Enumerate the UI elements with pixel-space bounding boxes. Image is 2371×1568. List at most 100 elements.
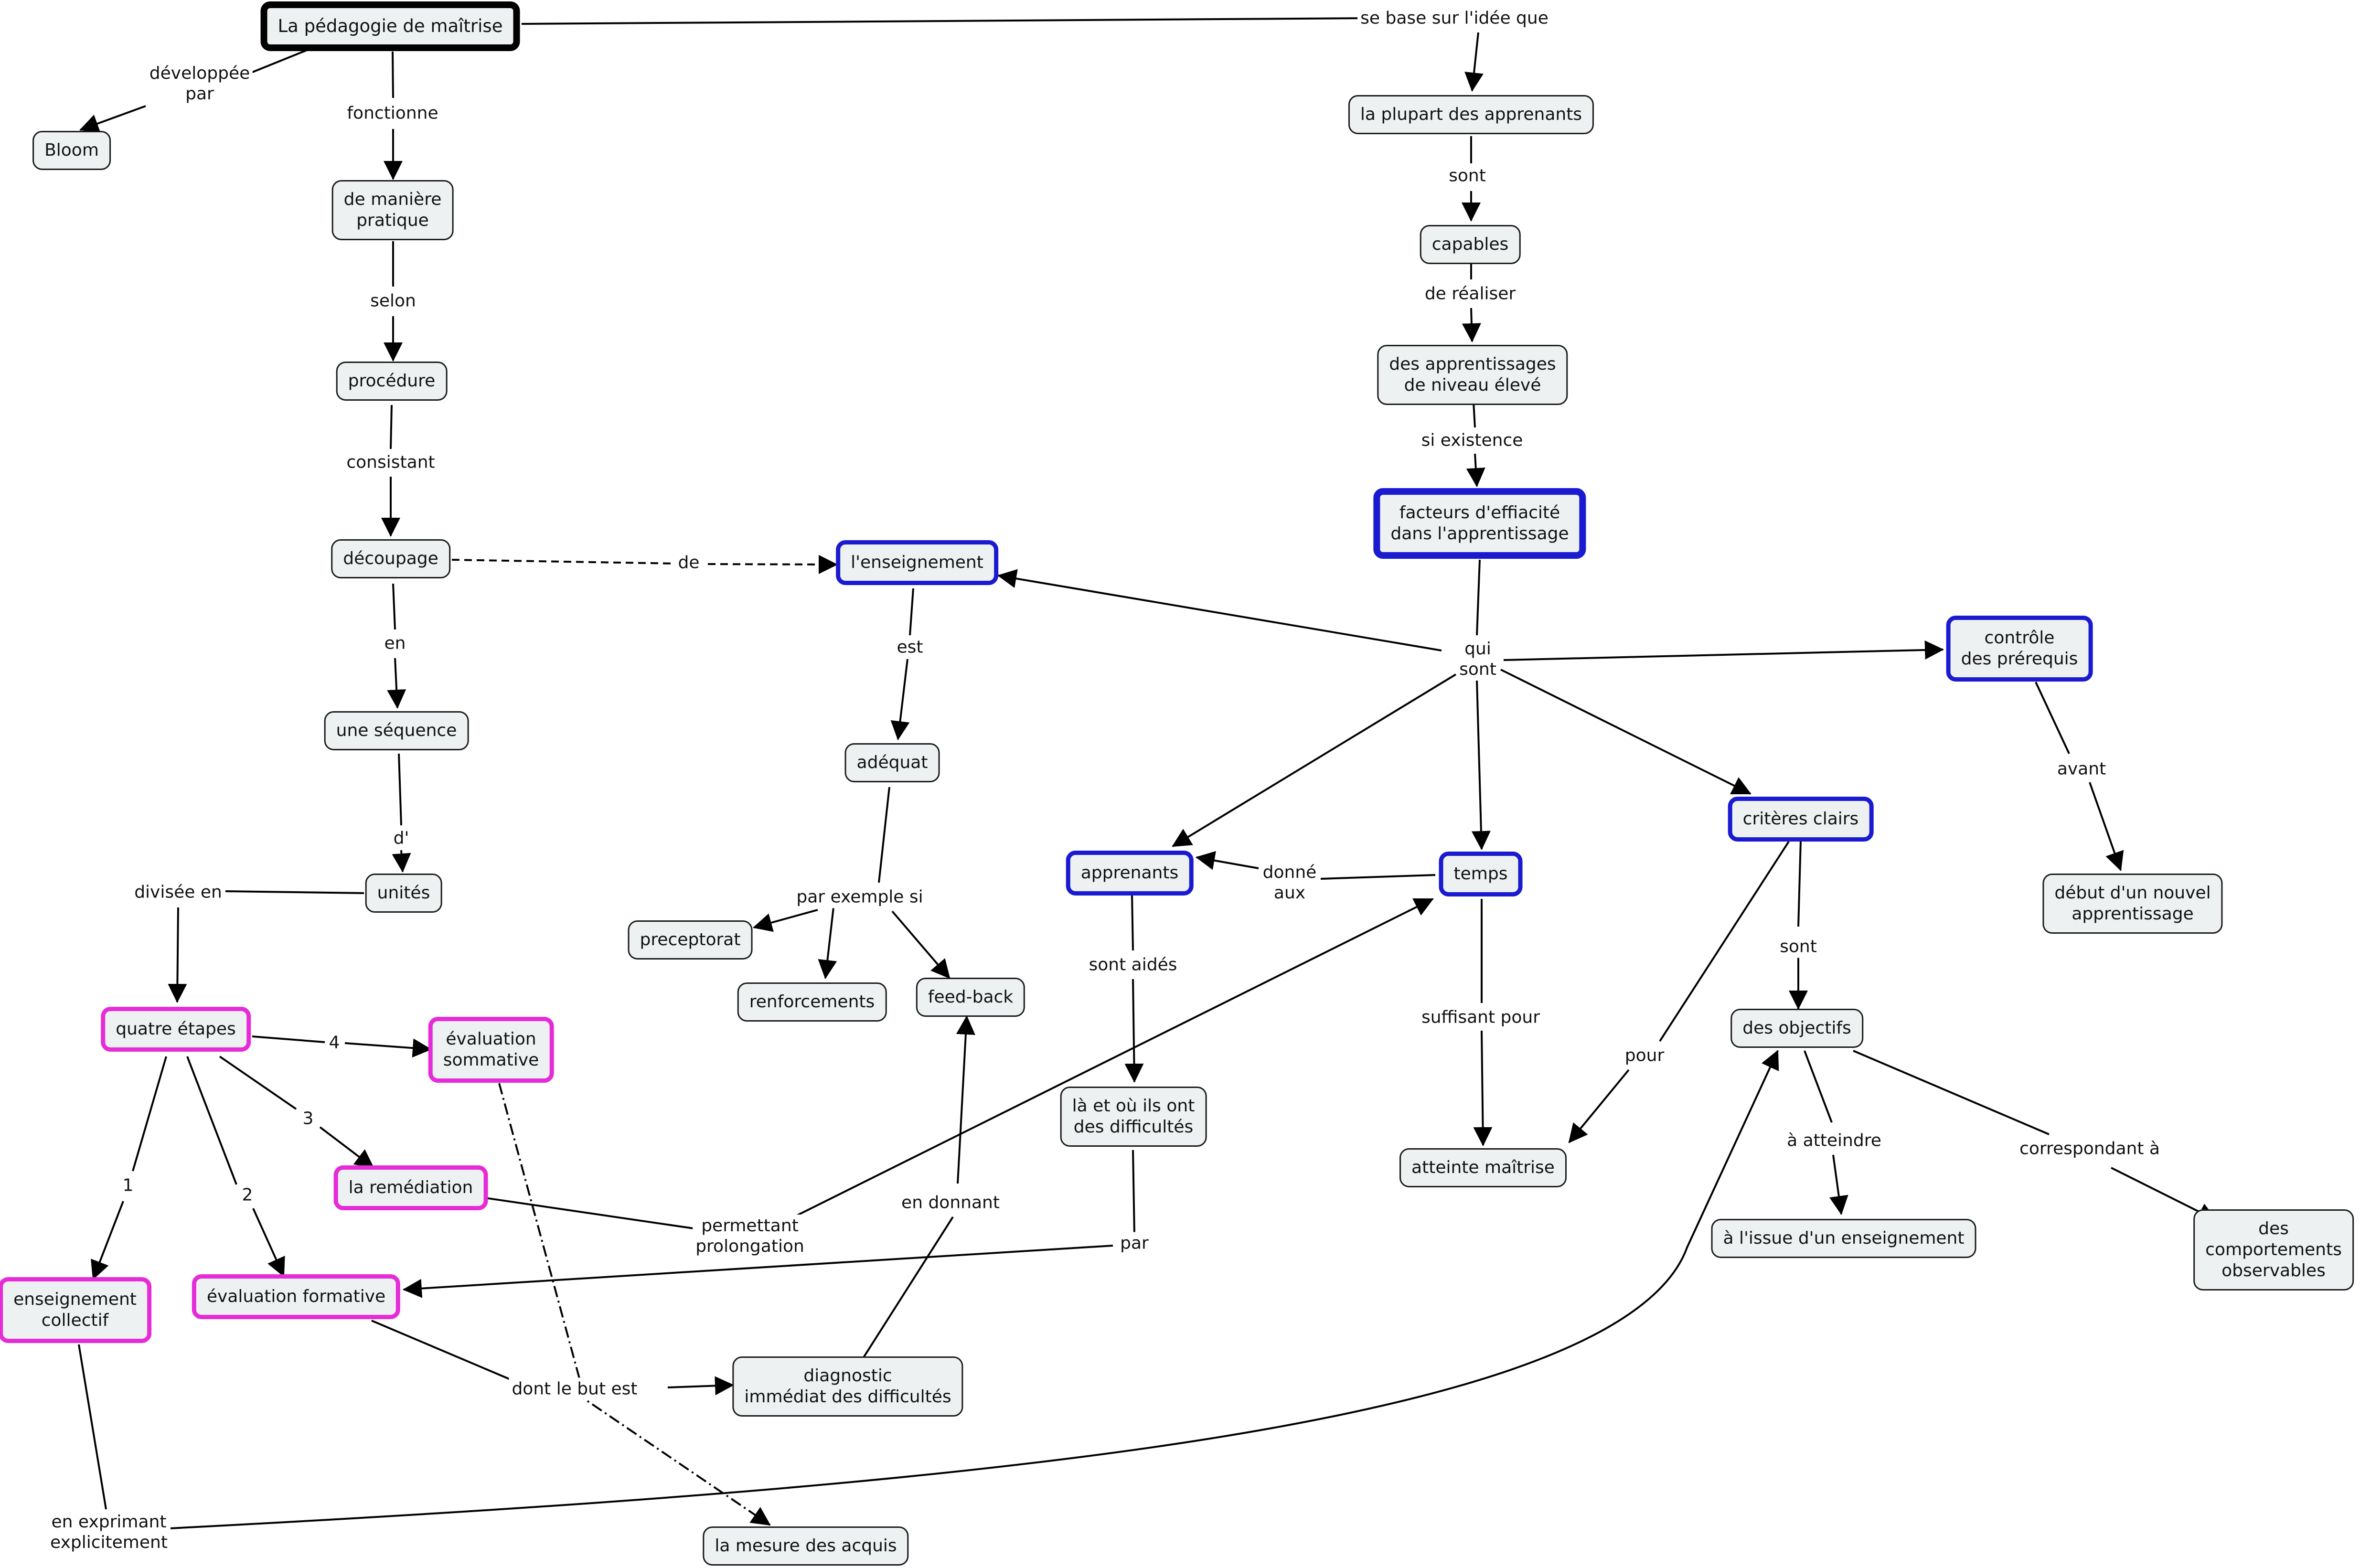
link-label-1: 1: [119, 1174, 137, 1197]
concept-facteurs-efficacite[interactable]: facteurs d'effiacité dans l'apprentissag…: [1373, 488, 1586, 559]
connector-unites-divisee: [225, 890, 364, 894]
concept-pratique[interactable]: de manière pratique: [331, 180, 454, 240]
link-label-enexprimant: en exprimant explicitement: [47, 1511, 171, 1554]
concept-controle-prerequis[interactable]: contrôle des prérequis: [1946, 616, 2093, 682]
connector-pour-atteinte: [1568, 1069, 1630, 1143]
connector-ladifficultes-par: [1132, 1150, 1135, 1235]
connector-quisont-criteres: [1500, 669, 1752, 795]
link-label-selon: selon: [367, 289, 419, 312]
link-label-divisee: divisée en: [131, 881, 225, 904]
concept-renforcements[interactable]: renforcements: [737, 982, 887, 1022]
connector-parexemple-feedback: [891, 910, 951, 979]
link-label-suffisant: suffisant pour: [1418, 1006, 1543, 1029]
concept-apprenants[interactable]: apprenants: [1066, 851, 1194, 896]
concept-issue-enseignement[interactable]: à l'issue d'un enseignement: [1711, 1219, 1976, 1258]
connector-quisont-apprenants: [1172, 673, 1457, 847]
link-label-parexemple: par exemple si: [793, 885, 926, 908]
concept-apprentissages-eleve[interactable]: des apprentissages de niveau élevé: [1377, 345, 1568, 405]
concept-comportements-observables[interactable]: des comportements observables: [2193, 1209, 2354, 1291]
link-label-est: est: [894, 636, 926, 659]
link-label-quisont: qui sont: [1456, 638, 1499, 681]
link-label-d: d': [390, 827, 412, 850]
concept-diagnostic[interactable]: diagnostic immédiat des difficultés: [732, 1356, 963, 1417]
connector-dontlebut-diagnostic: [667, 1376, 734, 1396]
concept-evaluation-sommative[interactable]: évaluation sommative: [428, 1017, 554, 1083]
concept-remediation[interactable]: la remédiation: [333, 1165, 488, 1210]
connector-procedure-consistant: [390, 405, 393, 449]
connector-est-adequat: [890, 659, 910, 740]
connector-quisont-temps: [1471, 680, 1491, 850]
concept-root[interactable]: La pédagogie de maîtrise: [260, 1, 520, 51]
concept-feed-back[interactable]: feed-back: [916, 978, 1025, 1017]
link-label-dontlebut: dont le but est: [509, 1377, 641, 1400]
concept-quatre-etapes[interactable]: quatre étapes: [101, 1007, 251, 1052]
connector-sebase-plupart: [1464, 32, 1484, 92]
link-label-siexistence: si existence: [1418, 429, 1526, 452]
connector-quatre-4: [252, 1035, 325, 1043]
connector-controle-avant: [2035, 682, 2070, 754]
connector-quisont-enseignement: [997, 569, 1442, 651]
concept-plupart-apprenants[interactable]: la plupart des apprenants: [1348, 95, 1594, 134]
connector-apprentissages-siexistence: [1473, 402, 1476, 428]
connector-2-formative: [252, 1208, 285, 1277]
connector-enseignement-est: [909, 588, 914, 636]
link-label-sont2: sont: [1777, 935, 1820, 958]
connector-en-sequence: [387, 658, 406, 709]
link-label-avant: avant: [2054, 757, 2109, 780]
concept-la-ou-difficultes[interactable]: là et où ils ont des difficultés: [1060, 1087, 1207, 1147]
link-label-aatteindre: à atteindre: [1784, 1129, 1884, 1152]
concept-temps[interactable]: temps: [1439, 852, 1523, 896]
connector-d-unites: [392, 850, 411, 873]
concept-objectifs[interactable]: des objectifs: [1730, 1009, 1863, 1048]
connector-parexemple-renforcements: [818, 907, 837, 979]
connector-objectifs-aatteindre: [1804, 1050, 1833, 1123]
connector-criteres-pour: [1659, 841, 1790, 1042]
connector-remediation-permettant: [484, 1197, 694, 1229]
connector-apprenants-sontaides: [1131, 895, 1134, 951]
connector-developpee-bloom: [79, 105, 146, 133]
connector-sommative-mesure: [498, 1083, 771, 1526]
link-label-pour: pour: [1622, 1044, 1667, 1067]
concept-criteres-clairs[interactable]: critères clairs: [1728, 797, 1874, 842]
link-label-2: 2: [239, 1184, 256, 1206]
concept-adequat[interactable]: adéquat: [844, 743, 940, 782]
connector-derealiser-apprentissages: [1462, 308, 1481, 342]
connector-criteres-sont2: [1797, 840, 1802, 927]
concept-mesure-acquis[interactable]: la mesure des acquis: [703, 1526, 909, 1566]
link-label-endonnant: en donnant: [898, 1191, 1003, 1214]
link-label-donneaux: donné aux: [1260, 861, 1320, 904]
link-label-sebase: se base sur l'idée que: [1357, 7, 1551, 30]
concept-atteinte-maitrise[interactable]: atteinte maîtrise: [1399, 1148, 1567, 1187]
concept-enseignement[interactable]: l'enseignement: [836, 540, 998, 585]
connector-adequat-parexemple: [878, 787, 890, 883]
link-label-3: 3: [299, 1107, 317, 1130]
connector-decoupage-en: [392, 583, 396, 630]
concept-decoupage[interactable]: découpage: [331, 539, 450, 578]
connector-3-remediation: [319, 1126, 374, 1169]
connector-permettant-temps: [796, 898, 1434, 1216]
concept-unites[interactable]: unités: [365, 874, 442, 913]
connector-sequence-d: [398, 753, 402, 826]
concept-debut-apprentissage[interactable]: début d'un nouvel apprentissage: [2042, 874, 2223, 934]
concept-evaluation-formative[interactable]: évaluation formative: [192, 1274, 401, 1319]
concept-bloom[interactable]: Bloom: [32, 131, 111, 170]
connector-decoupage-de: [451, 559, 679, 565]
connector-siexistence-facteurs: [1466, 453, 1485, 487]
connector-sontaides-ladifficultes: [1124, 979, 1144, 1083]
concept-enseignement-collectif[interactable]: enseignement collectif: [0, 1277, 151, 1343]
connector-quatre-1: [132, 1056, 167, 1172]
link-label-correspondant: correspondant à: [2017, 1137, 2163, 1160]
concept-procedure[interactable]: procédure: [336, 362, 448, 401]
concept-preceptorat[interactable]: preceptorat: [628, 920, 753, 960]
concept-capables[interactable]: capables: [1420, 225, 1521, 264]
link-label-de: de: [675, 551, 703, 574]
connector-objectifs-correspondant: [1853, 1050, 2050, 1135]
link-label-par: par: [1117, 1232, 1152, 1255]
connector-temps-donneaux: [1320, 874, 1436, 880]
connector-formative-dontlebut: [371, 1320, 511, 1380]
connector-diagnostic-endonnant: [863, 1216, 954, 1358]
concept-sequence[interactable]: une séquence: [324, 711, 469, 750]
connector-par-formative: [403, 1245, 1113, 1298]
connector-4-sommative: [344, 1038, 432, 1058]
